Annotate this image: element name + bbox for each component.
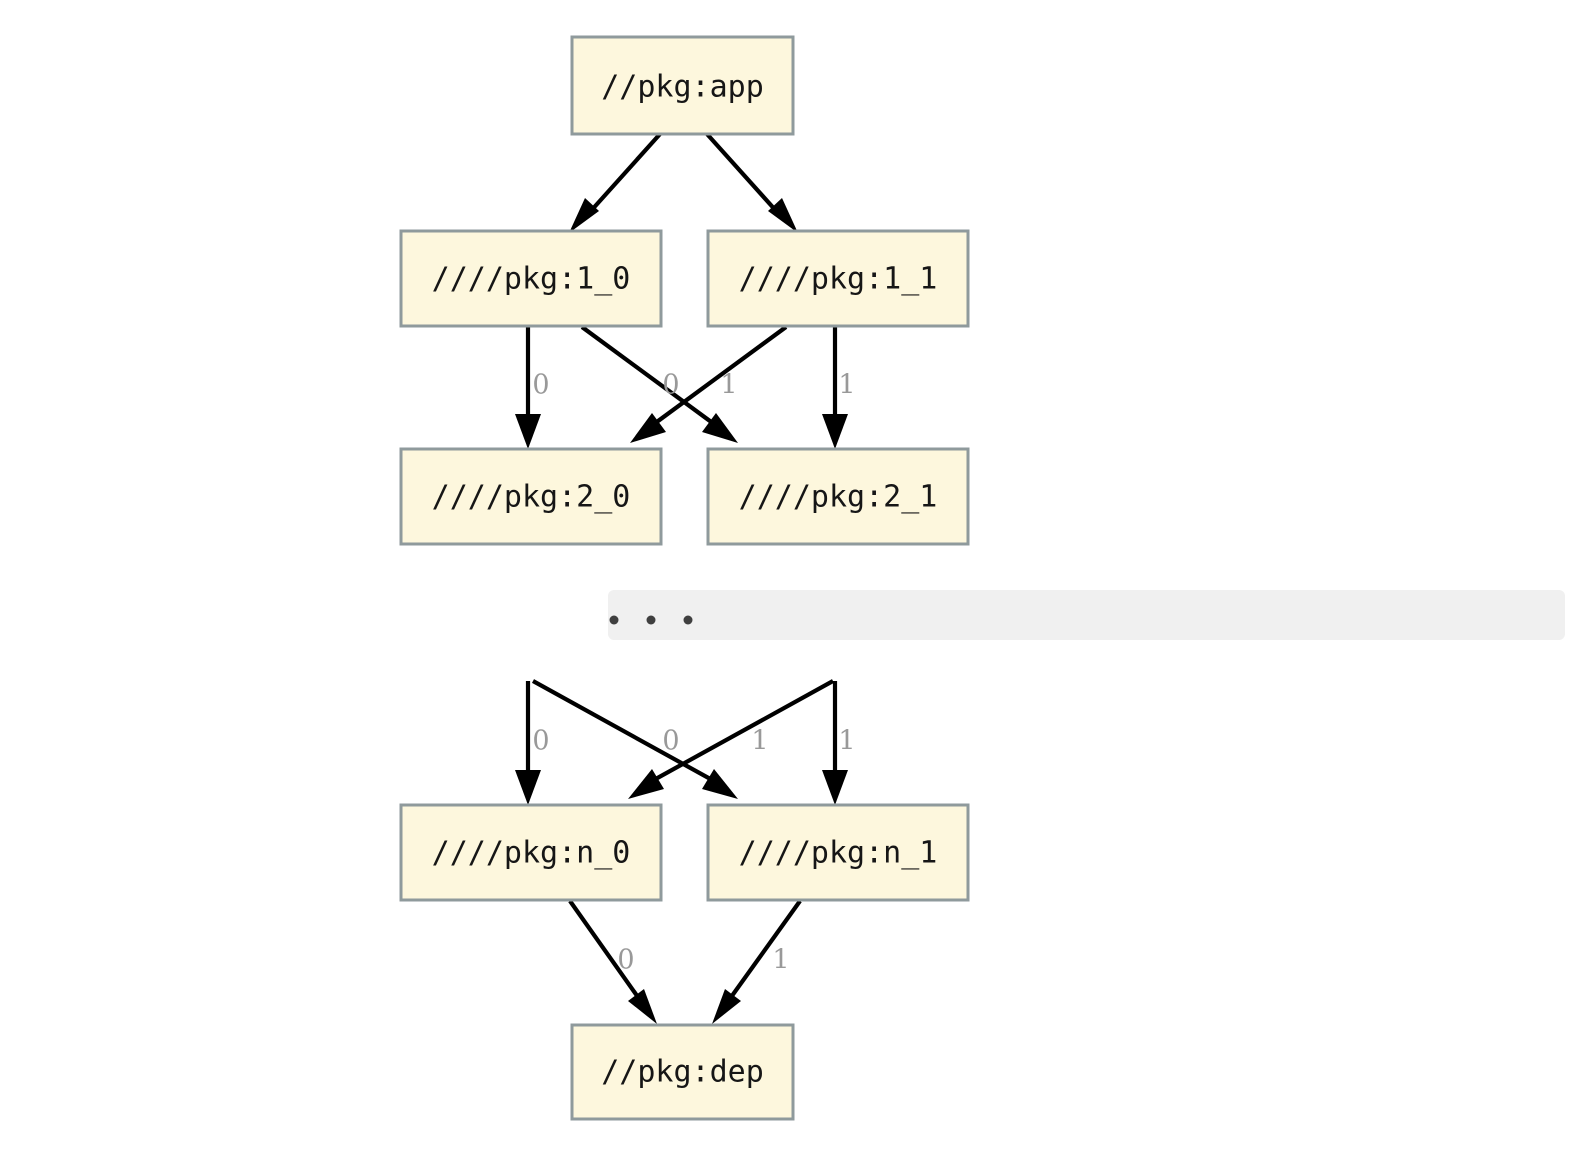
edge-line: [727, 899, 802, 1002]
edge-line: [580, 325, 716, 426]
edge-label: 1: [720, 370, 737, 401]
node-label: ////pkg:n_1: [739, 836, 938, 871]
node-label: ////pkg:2_1: [739, 480, 938, 515]
node-box[interactable]: [570, 35, 795, 136]
arrowhead-icon: [768, 198, 798, 233]
node-pkg-1_1[interactable]: ////pkg:1_1: [706, 229, 970, 328]
node-pkg-2_1[interactable]: ////pkg:2_1: [706, 447, 970, 546]
edge-line: [531, 679, 716, 783]
arrowhead-icon: [628, 989, 657, 1024]
node-pkg-app[interactable]: //pkg:app: [570, 35, 795, 136]
node-pkg-2_0[interactable]: ////pkg:2_0: [399, 447, 663, 546]
edge-app-to-pkg1_1: [705, 132, 798, 233]
node-pkg-n_0[interactable]: ////pkg:n_0: [399, 803, 663, 902]
node-label: //pkg:app: [601, 70, 764, 105]
node-box[interactable]: [570, 1023, 795, 1121]
ellipsis-dot-icon: [683, 615, 693, 625]
arrowhead-icon: [515, 414, 541, 449]
edge-line: [587, 132, 662, 215]
edge-label: 1: [751, 726, 768, 757]
edge-label: 1: [772, 945, 789, 976]
edge-pkg1_1-to-pkg2_1: 1: [822, 327, 856, 449]
edge-pkg1_1-to-pkg2_0: 1: [630, 325, 788, 443]
arrowhead-icon: [702, 413, 738, 443]
arrowhead-icon: [712, 989, 741, 1024]
node-label: //pkg:dep: [601, 1055, 764, 1090]
arrowhead-icon: [628, 769, 664, 799]
edge-truncated-to-pkgn_1-crossing: 0: [531, 679, 738, 799]
node-box[interactable]: [399, 229, 663, 328]
node-box[interactable]: [399, 803, 663, 902]
ellipsis-dot-icon: [609, 615, 619, 625]
node-label: ////pkg:n_0: [432, 836, 631, 871]
edge-line: [705, 132, 780, 215]
node-box[interactable]: [399, 447, 663, 546]
edge-pkg1_0-to-pkg2_1: 0: [580, 325, 738, 443]
edge-line: [568, 899, 642, 1002]
edge-label: 0: [617, 945, 634, 976]
edge-pkg1_0-to-pkg2_0: 0: [515, 327, 550, 449]
arrowhead-icon: [822, 414, 848, 449]
edge-truncated-to-pkgn_0-crossing: 1: [628, 679, 835, 799]
edge-pkgn_1-to-dep: 1: [712, 899, 802, 1024]
edge-app-to-pkg1_0: [569, 132, 662, 233]
node-pkg-1_0[interactable]: ////pkg:1_0: [399, 229, 663, 328]
arrowhead-icon: [822, 770, 848, 805]
arrowhead-icon: [569, 198, 599, 233]
node-box[interactable]: [706, 447, 970, 546]
node-label: ////pkg:1_0: [432, 262, 631, 297]
node-label: ////pkg:1_1: [739, 262, 938, 297]
truncation-ellipsis[interactable]: [608, 590, 1565, 640]
node-box[interactable]: [706, 803, 970, 902]
node-label: ////pkg:2_0: [432, 480, 631, 515]
edge-pkgn_0-to-dep: 0: [568, 899, 657, 1024]
edge-label: 1: [838, 370, 855, 401]
edge-label: 0: [532, 726, 549, 757]
edge-label: 1: [838, 726, 855, 757]
ellipsis-band[interactable]: [608, 590, 1565, 640]
arrowhead-icon: [630, 413, 666, 443]
node-pkg-dep[interactable]: //pkg:dep: [570, 1023, 795, 1121]
arrowhead-icon: [702, 769, 738, 799]
edge-truncated-to-pkgn_1: 1: [822, 681, 856, 805]
edge-label: 0: [662, 370, 679, 401]
node-box[interactable]: [706, 229, 970, 328]
node-pkg-n_1[interactable]: ////pkg:n_1: [706, 803, 970, 902]
edge-label: 0: [662, 726, 679, 757]
edge-line: [652, 325, 788, 426]
edge-line: [650, 679, 835, 783]
arrowhead-icon: [515, 770, 541, 805]
edge-truncated-to-pkgn_0: 0: [515, 681, 550, 805]
ellipsis-dot-icon: [646, 615, 656, 625]
edge-label: 0: [532, 370, 549, 401]
